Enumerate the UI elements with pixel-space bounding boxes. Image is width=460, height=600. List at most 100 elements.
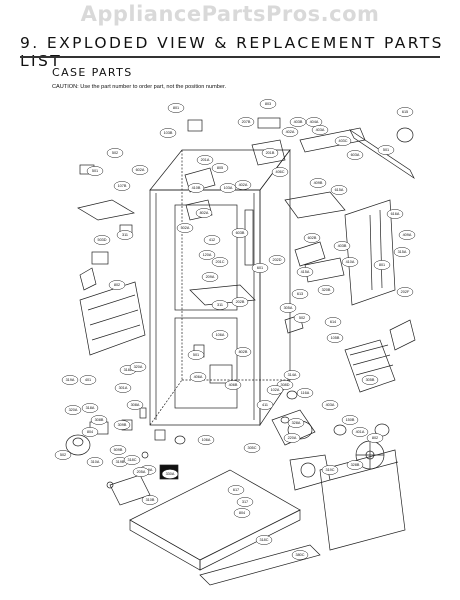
part-callout: 311 [116, 230, 134, 240]
callout-label: 502 [299, 316, 305, 320]
callout-label: 320A [134, 365, 143, 369]
callout-label: 502 [60, 453, 66, 457]
part-callout: 415A [296, 267, 314, 277]
callout-label: 308D [280, 383, 289, 387]
callout-label: 202D [272, 258, 281, 262]
callout-label: 501 [193, 353, 199, 357]
callout-label: 403B [294, 120, 303, 124]
callout-bubble [234, 347, 252, 357]
callout-label: 308A [131, 403, 140, 407]
callout-bubble [334, 136, 352, 146]
callout-label: 406B [229, 383, 238, 387]
callout-label: 410A [346, 260, 355, 264]
caution-note: CAUTION: Use the part number to order pa… [52, 84, 227, 90]
callout-bubble [251, 263, 269, 273]
callout-bubble [197, 435, 215, 445]
callout-bubble [236, 497, 254, 507]
callout-bubble [64, 405, 82, 415]
part-callout: 207B [237, 117, 255, 127]
callout-bubble [176, 223, 194, 233]
part-callout: 330A [161, 469, 179, 479]
callout-bubble [233, 508, 251, 518]
callout-label: 412 [209, 238, 215, 242]
callout-bubble [256, 400, 274, 410]
title-underline [20, 56, 440, 58]
part-callout: 305B [361, 375, 379, 385]
callout-bubble [86, 166, 104, 176]
part-callout: 615 [396, 107, 414, 117]
part-callout: 804 [81, 427, 99, 437]
part-callout: 309B [113, 420, 131, 430]
left-components [65, 164, 166, 456]
callout-label: 403B [338, 244, 347, 248]
callout-label: 309B [118, 423, 127, 427]
callout-bubble [333, 241, 351, 251]
callout-bubble [341, 415, 359, 425]
callout-bubble [330, 185, 348, 195]
part-callouts: 801103B803207B402A404A403B615201A201B406… [54, 99, 416, 560]
callout-bubble [373, 260, 391, 270]
part-callout: 613 [291, 289, 309, 299]
callout-label: 406A [194, 375, 203, 379]
callout-label: 401A [356, 430, 365, 434]
part-callout: 802B [234, 347, 252, 357]
part-callout: 509B [109, 445, 127, 455]
part-callout: 317 [236, 497, 254, 507]
callout-label: 617 [233, 488, 239, 492]
callout-bubble [113, 420, 131, 430]
callout-label: 801 [173, 106, 179, 110]
callout-bubble [54, 450, 72, 460]
callout-bubble [159, 128, 177, 138]
callout-bubble [271, 167, 289, 177]
callout-label: 410B [192, 186, 201, 190]
callout-label: 202F [401, 290, 410, 294]
callout-bubble [61, 375, 79, 385]
callout-label: 201B [266, 151, 275, 155]
callout-label: 301A [119, 386, 128, 390]
part-callout: 801 [167, 103, 185, 113]
callout-bubble [341, 257, 359, 267]
callout-label: 310B [146, 498, 155, 502]
callout-label: 802 [372, 436, 378, 440]
callout-bubble [211, 257, 229, 267]
callout-label: 330A [166, 472, 175, 476]
part-callout: 603A [346, 150, 364, 160]
part-callout: 319C [321, 465, 339, 475]
callout-label: 319A [66, 378, 75, 382]
callout-label: 509B [114, 448, 123, 452]
part-callout: 411 [256, 400, 274, 410]
bottom-components [106, 390, 406, 586]
part-callout: 202D [268, 255, 286, 265]
callout-bubble [237, 117, 255, 127]
callout-label: 106A [202, 438, 211, 442]
callout-label: 601 [257, 266, 263, 270]
callout-label: 501 [92, 169, 98, 173]
part-callout: 805 [211, 163, 229, 173]
callout-bubble [255, 535, 273, 545]
callout-label: 403A [326, 403, 335, 407]
callout-bubble [161, 469, 179, 479]
callout-bubble [321, 465, 339, 475]
callout-bubble [219, 183, 237, 193]
callout-bubble [291, 550, 309, 560]
part-callout: 602A [131, 165, 149, 175]
part-callout: 804 [233, 508, 251, 518]
callout-label: 602B [308, 236, 317, 240]
callout-bubble [309, 178, 327, 188]
callout-label: 415A [301, 270, 310, 274]
callout-label: 319C [325, 468, 334, 472]
callout-label: 615 [402, 110, 408, 114]
part-callout: 502 [293, 313, 311, 323]
callout-label: 310A [91, 460, 100, 464]
part-callout: 201B [261, 148, 279, 158]
callout-label: 409A [403, 233, 412, 237]
part-callout: 103A [219, 183, 237, 193]
callout-bubble [108, 280, 126, 290]
part-callout: 410B [187, 183, 205, 193]
callout-bubble [296, 388, 314, 398]
part-callout: 328A [287, 418, 305, 428]
callout-label: 801 [379, 263, 385, 267]
callout-bubble [86, 457, 104, 467]
callout-label: 380C [295, 553, 304, 557]
callout-bubble [283, 370, 301, 380]
